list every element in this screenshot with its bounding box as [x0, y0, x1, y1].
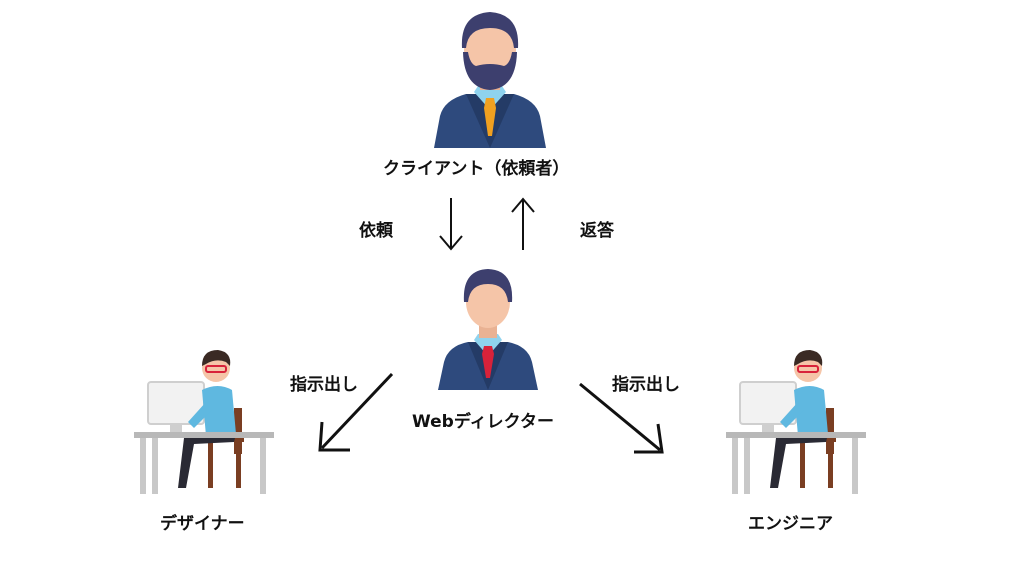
director-label: Webディレクター	[412, 412, 554, 432]
designer-at-desk-icon	[134, 350, 274, 494]
client-figure	[430, 8, 550, 150]
instruct-left-label: 指示出し	[290, 375, 358, 395]
engineer-label: エンジニア	[748, 514, 833, 534]
reply-label: 返答	[580, 221, 614, 241]
request-label: 依頼	[359, 221, 393, 241]
client-avatar-icon	[434, 12, 546, 148]
director-avatar-icon	[438, 269, 538, 390]
instruct-left-arrow	[318, 372, 394, 452]
request-arrow	[439, 198, 463, 251]
director-figure	[436, 266, 540, 390]
instruct-right-label: 指示出し	[612, 375, 680, 395]
reply-arrow	[511, 197, 535, 250]
engineer-at-desk-icon	[726, 350, 866, 494]
designer-figure	[132, 346, 278, 496]
client-label: クライアント（依頼者）	[383, 159, 570, 179]
instruct-right-arrow	[579, 382, 664, 454]
designer-label: デザイナー	[160, 514, 245, 534]
engineer-figure	[724, 346, 870, 496]
